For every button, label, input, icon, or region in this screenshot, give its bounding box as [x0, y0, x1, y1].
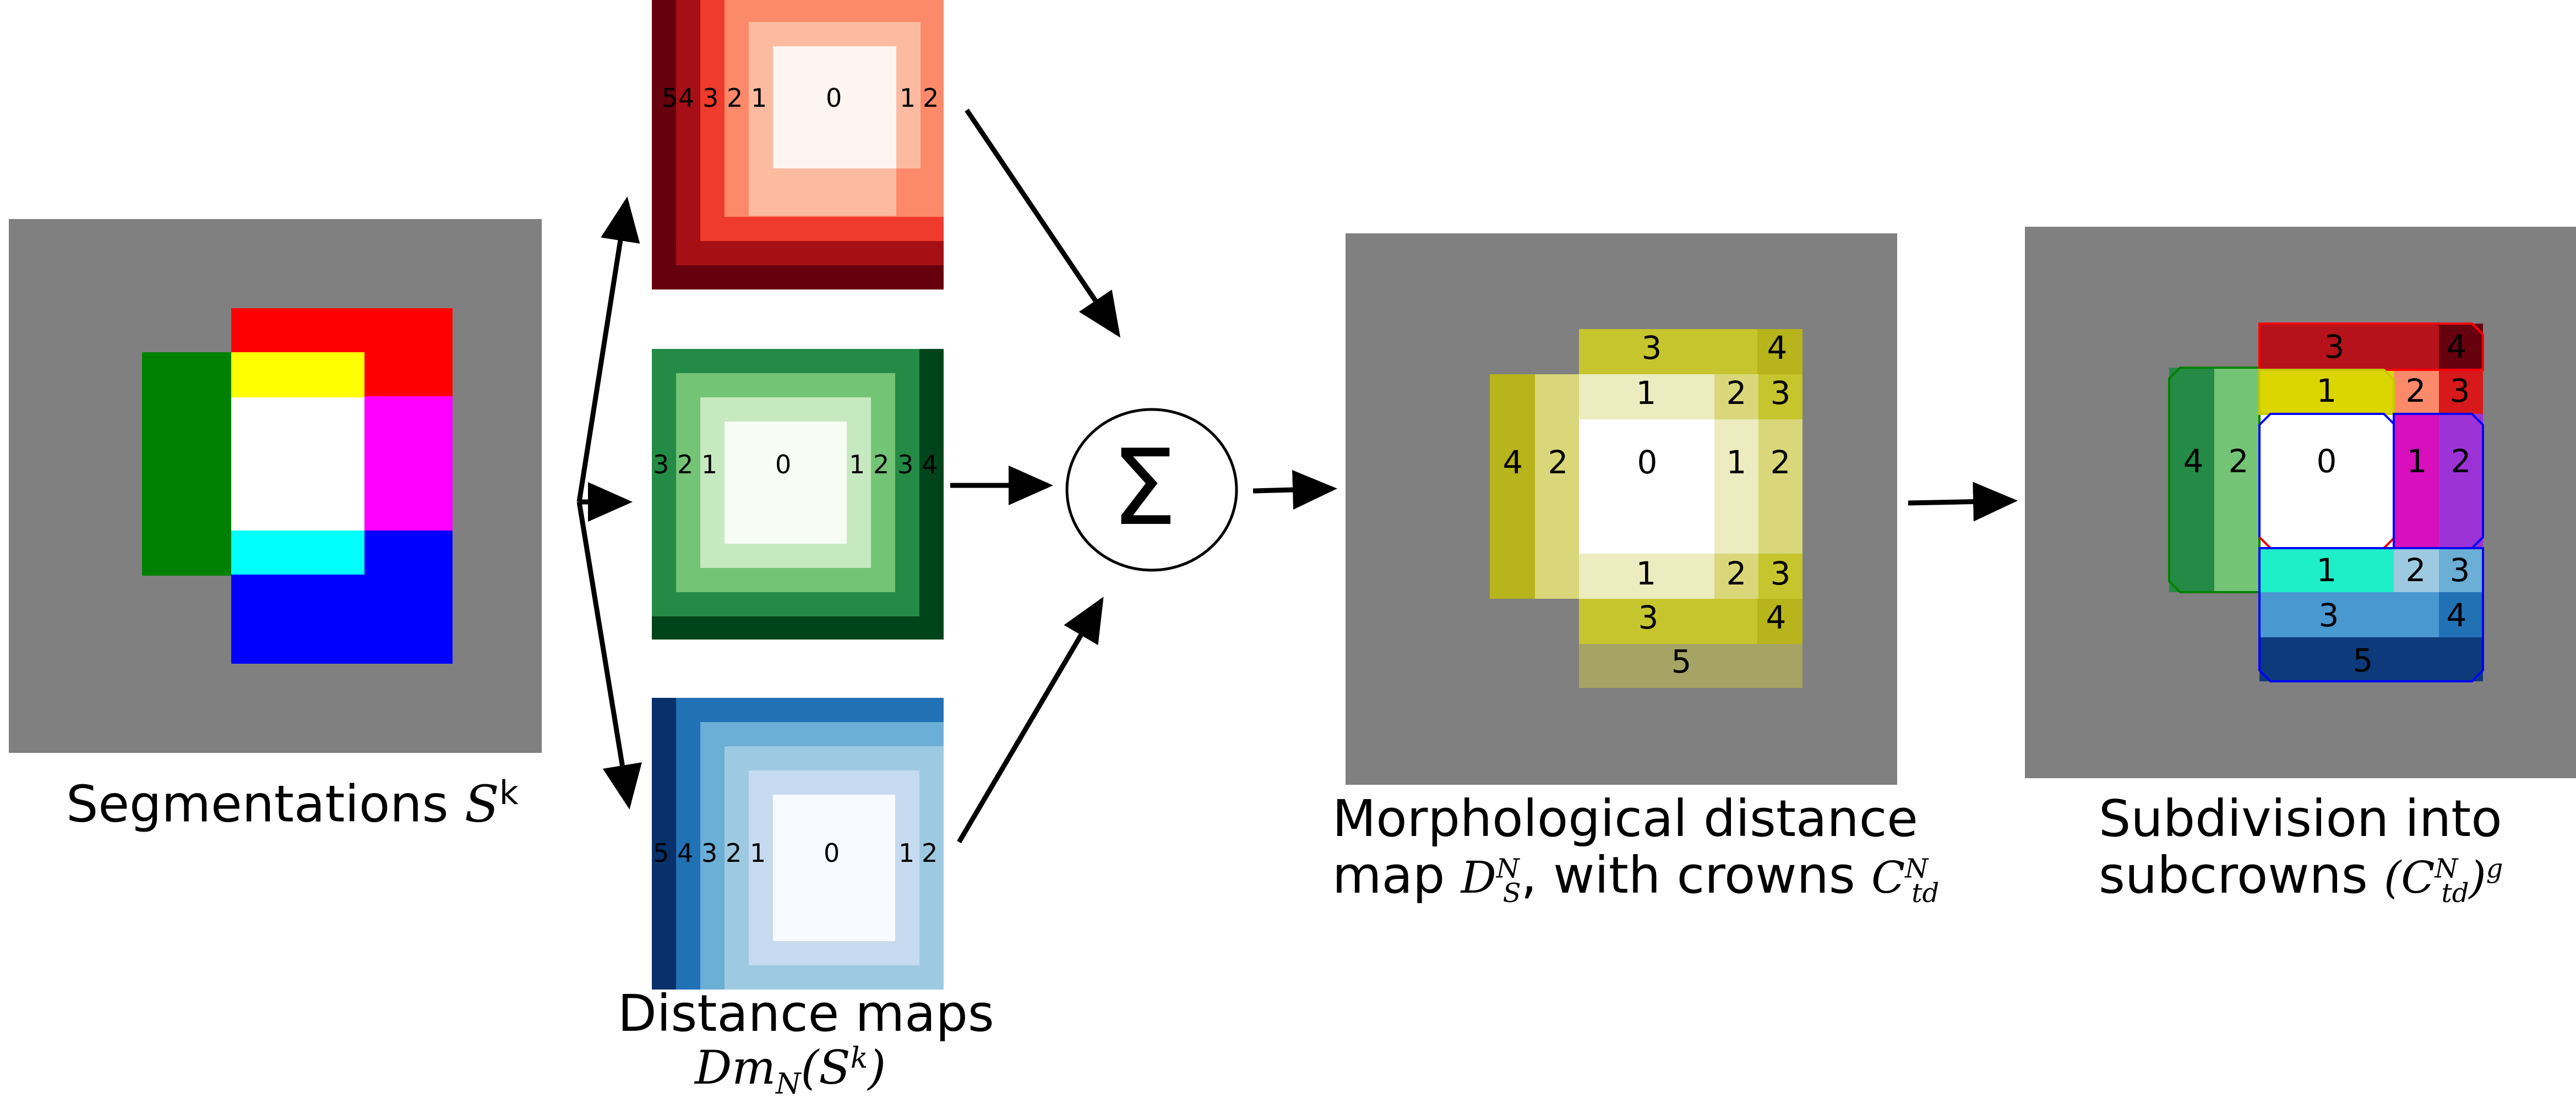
- red-label-5: 5: [662, 83, 678, 113]
- subdiv-label-1-right: 1: [2407, 442, 2427, 480]
- morph-label-4-bottom: 4: [1766, 599, 1787, 636]
- subdiv-label-3-bottom: 3: [2319, 597, 2339, 634]
- blue-label-2: 2: [726, 838, 742, 868]
- sum-circle: [1065, 408, 1238, 572]
- morph-label-1-top: 1: [1636, 374, 1657, 412]
- green-label-2: 2: [677, 450, 693, 479]
- seg-white-region: [231, 397, 364, 531]
- morph-title-line1: Morphological distance: [1332, 789, 1918, 848]
- segmentations-caption: Segmentations Sk: [66, 774, 519, 834]
- segmentations-symbol: S: [464, 774, 499, 834]
- seg-green-region: [142, 352, 231, 576]
- distance-maps-caption: Distance maps DmN(Sk): [618, 985, 994, 1100]
- red-subcrown-outline: [2258, 323, 2484, 371]
- morph-label-0: 0: [1637, 444, 1658, 481]
- blue-label-5: 5: [653, 838, 669, 868]
- morph-label-4-top: 4: [1767, 329, 1788, 367]
- sum-to-morph-arrow: [1252, 470, 1337, 510]
- distance-maps-title: Distance maps: [618, 984, 994, 1043]
- subdiv-label-2-right: 2: [2451, 442, 2471, 480]
- blue-label-1: 1: [750, 838, 766, 868]
- morph-label-3-top-right: 3: [1771, 374, 1791, 412]
- red-label-2b: 2: [923, 83, 939, 113]
- green-label-1b: 1: [849, 450, 865, 479]
- subdiv-label-5: 5: [2353, 642, 2373, 679]
- green-label-3b: 3: [897, 450, 913, 479]
- morph-label-3-bottom-right: 3: [1771, 555, 1791, 592]
- subdiv-label-0: 0: [2317, 442, 2337, 480]
- subdiv-caption: Subdivision into subcrowns (CNtd)g: [2099, 790, 2503, 909]
- morph-label-5: 5: [1671, 643, 1692, 680]
- seg-magenta-region: [364, 396, 453, 531]
- morph-label-2-left: 2: [1548, 444, 1569, 481]
- green-label-3: 3: [653, 450, 669, 479]
- fan-trunk: [576, 196, 640, 502]
- sum-node: Σ: [1065, 408, 1238, 572]
- segmentation-panel: [9, 219, 542, 753]
- morph-map-panel: 3 4 1 2 3 4 2 0 1 2 1 2 3 3 4 5: [1346, 233, 1897, 785]
- blue-distance-map: 5 4 3 2 1 0 1 2: [652, 698, 944, 990]
- blue-label-3: 3: [701, 838, 717, 868]
- subdiv-label-2-left: 2: [2229, 442, 2249, 480]
- subdiv-label-3-top-right: 3: [2450, 372, 2470, 409]
- morph-label-1-bottom: 1: [1636, 555, 1657, 592]
- blue-label-0: 0: [824, 838, 840, 868]
- green-label-2b: 2: [873, 450, 889, 479]
- morph-label-3-bottom: 3: [1638, 599, 1659, 636]
- morph-label-1-right: 1: [1727, 444, 1747, 481]
- morph-label-2-bottom: 2: [1727, 555, 1747, 592]
- subdiv-label-1-bottom: 1: [2317, 551, 2337, 589]
- yellow-subcrown-outline: [2258, 369, 2395, 415]
- subdiv-label-1-top: 1: [2317, 372, 2337, 409]
- seg-yellow-region: [231, 352, 364, 397]
- subdiv-label-3-top: 3: [2324, 328, 2345, 365]
- morph-label-2-right: 2: [1771, 444, 1791, 481]
- subdiv-label-4-left: 4: [2183, 442, 2204, 480]
- morph-to-subdiv-arrow: [1908, 482, 2018, 522]
- red-label-1: 1: [751, 83, 767, 113]
- magenta-subcrown-outline: [2393, 413, 2484, 549]
- arrows: [576, 108, 2018, 844]
- morph-label-3-top: 3: [1642, 329, 1662, 367]
- red-label-1b: 1: [900, 83, 916, 113]
- red-label-0: 0: [826, 83, 842, 113]
- subdiv-panel: 3 4 1 2 3 4 2 0 1 2 1 2 3 3 4 5: [2025, 227, 2576, 778]
- blue-to-sum-arrow: [957, 597, 1104, 844]
- segmentations-text: Segmentations: [66, 774, 465, 834]
- green-distance-map: 3 2 1 0 1 2 3 4: [652, 349, 944, 640]
- subdiv-label-4-top: 4: [2447, 328, 2467, 365]
- blue-label-2b: 2: [922, 838, 938, 868]
- subdiv-label-2-top: 2: [2406, 372, 2426, 409]
- red-distance-map: 5 4 3 2 1 0 1 2: [652, 0, 944, 289]
- red-label-2: 2: [727, 83, 743, 113]
- distance-maps-formula: DmN(Sk): [695, 1041, 886, 1101]
- red-label-3: 3: [702, 83, 718, 113]
- subdiv-label-3-bottom-right: 3: [2450, 551, 2470, 589]
- red-to-sum-arrow: [965, 108, 1121, 338]
- morph-label-4-left: 4: [1503, 444, 1523, 481]
- segmentations-sup: k: [499, 774, 519, 812]
- blue-subcrown-outline: [2258, 547, 2484, 682]
- morph-title-line2: map DNS, with crowns CNtd: [1332, 846, 1940, 909]
- morph-caption: Morphological distance map DNS, with cro…: [1332, 790, 1939, 909]
- subdiv-title-line2: subcrowns (CNtd)g: [2099, 846, 2503, 909]
- blue-label-4: 4: [677, 838, 693, 868]
- morph-label-2-top: 2: [1727, 374, 1747, 412]
- subdiv-label-2-bottom: 2: [2406, 551, 2426, 589]
- green-label-1: 1: [701, 450, 717, 479]
- fan-arrow-bottom: [576, 501, 642, 810]
- red-label-4: 4: [678, 83, 694, 113]
- green-label-4: 4: [922, 450, 938, 479]
- subdiv-label-4-bottom: 4: [2447, 597, 2467, 634]
- blue-label-1b: 1: [898, 838, 914, 868]
- subdiv-title-line1: Subdivision into: [2099, 789, 2502, 848]
- green-label-0: 0: [775, 450, 791, 479]
- sigma-symbol: Σ: [1111, 427, 1177, 549]
